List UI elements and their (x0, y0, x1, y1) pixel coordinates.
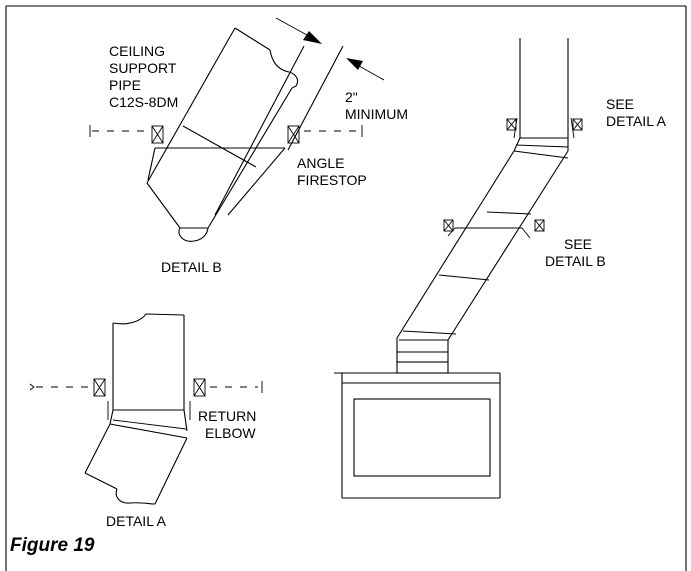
detail-b-drawing (89, 17, 385, 242)
firestop-bracket-left-a (93, 378, 106, 397)
see-detail-a-line2: DETAIL A (606, 113, 667, 129)
firestop-bracket-mid-left (443, 219, 454, 232)
ceiling-label-line4: C12S-8DM (109, 94, 178, 110)
vertical-pipe-main (513, 38, 575, 139)
detail-b-caption: DETAIL B (161, 259, 222, 275)
angle-firestop-label-line2: FIRESTOP (297, 172, 367, 188)
minimum-label-line2: MINIMUM (345, 106, 408, 122)
vertical-pipe-a (107, 313, 191, 420)
figure-title: Figure 19 (10, 535, 95, 556)
see-detail-b-line1: SEE (564, 236, 592, 252)
firestop-bracket-right-a (193, 378, 206, 397)
ceiling-label-line1: CEILING (109, 43, 165, 59)
ceiling-label-line3: PIPE (109, 77, 141, 93)
angle-firestop-label-line1: ANGLE (297, 155, 344, 171)
angled-pipe-b (146, 27, 299, 242)
angled-pipe-main (396, 150, 569, 341)
dimension-arrows-b (275, 17, 385, 81)
fireplace-unit (334, 372, 501, 499)
firestop-bracket-mid-right (534, 219, 545, 232)
lower-elbow-main (396, 330, 457, 374)
ceiling-line-a (29, 381, 263, 393)
clearance-lines-b (214, 45, 344, 216)
detail-a-caption: DETAIL A (106, 513, 167, 529)
firestop-bracket-upper-right (572, 118, 583, 131)
minimum-label-line1: 2" (345, 89, 358, 105)
firestop-bracket-left-b (151, 125, 164, 144)
firestop-bracket-right-b (287, 125, 300, 144)
return-elbow-line2: ELBOW (205, 425, 256, 441)
figure-frame (5, 5, 687, 571)
see-detail-b-line2: DETAIL B (545, 253, 606, 269)
firestop-bracket-upper-left (506, 118, 517, 131)
upper-elbow-main (513, 137, 569, 159)
see-detail-a-line1: SEE (606, 96, 634, 112)
ceiling-label-line2: SUPPORT (109, 60, 177, 76)
return-elbow-line1: RETURN (198, 408, 256, 424)
main-installation-drawing (334, 38, 583, 499)
return-elbow-a (84, 409, 188, 505)
ceiling-line-b (89, 125, 363, 137)
detail-a-drawing (29, 313, 263, 505)
